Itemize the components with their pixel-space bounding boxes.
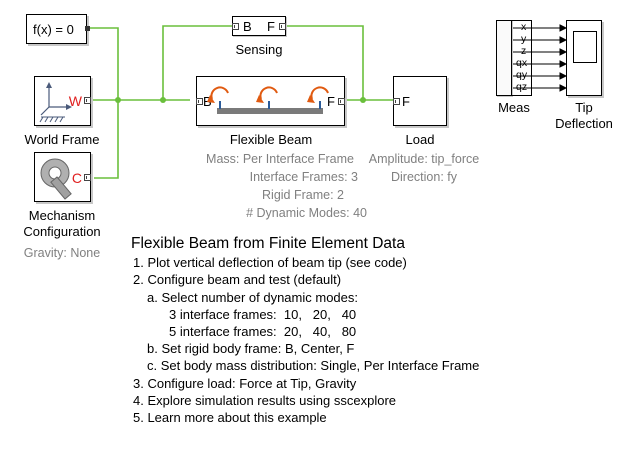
meas-frame-outline bbox=[496, 20, 532, 96]
load-block[interactable]: F bbox=[393, 76, 447, 126]
mechanism-label-line2: Configuration bbox=[23, 224, 101, 239]
fx-block-text: f(x) = 0 bbox=[33, 22, 74, 37]
beam-param-rigid-frame: Rigid Frame: 2 bbox=[262, 188, 344, 202]
beam-param-dynamic-modes: # Dynamic Modes: 40 bbox=[246, 206, 367, 220]
meas-signal-y: y bbox=[521, 33, 527, 45]
flexible-beam-icon bbox=[207, 86, 329, 114]
world-frame-icon bbox=[39, 82, 72, 123]
note-step-4[interactable]: 4. Explore simulation results using ssce… bbox=[133, 392, 397, 408]
meas-signal-z: z bbox=[521, 45, 527, 57]
load-param-direction: Direction: fy bbox=[391, 170, 457, 184]
load-param-amplitude: Amplitude: tip_force bbox=[368, 152, 480, 166]
load-port-f[interactable] bbox=[393, 98, 400, 105]
scope-label-line2: Deflection bbox=[555, 116, 613, 131]
note-step-2a: a. Select number of dynamic modes: bbox=[147, 289, 358, 305]
sensing-block[interactable]: B F bbox=[232, 16, 286, 36]
sensing-port-b[interactable] bbox=[232, 23, 239, 30]
sensing-port-b-letter: B bbox=[243, 19, 252, 34]
note-step-3[interactable]: 3. Configure load: Force at Tip, Gravity bbox=[133, 375, 357, 391]
mechanism-configuration-block[interactable]: C bbox=[34, 152, 91, 202]
tip-deflection-scope-block[interactable] bbox=[566, 20, 602, 96]
meas-signal-qy: qy bbox=[516, 69, 528, 81]
world-port-letter: W bbox=[68, 93, 82, 109]
mechanism-label-line1: Mechanism bbox=[28, 208, 96, 223]
example-notes: Flexible Beam from Finite Element Data 1… bbox=[131, 235, 479, 426]
beam-param-interface-frames: Interface Frames: 3 bbox=[249, 170, 358, 184]
world-frame-block[interactable]: W bbox=[34, 76, 91, 126]
meas-signal-qz: qz bbox=[516, 81, 528, 93]
note-step-2b[interactable]: b. Set rigid body frame: B, Center, F bbox=[147, 341, 355, 357]
beam-port-f-letter: F bbox=[327, 94, 335, 109]
sensing-port-f-letter: F bbox=[267, 19, 275, 34]
note-step-2a-3frames[interactable]: 3 interface frames: 10, 20, 40 bbox=[169, 306, 357, 322]
solver-configuration-fx-block[interactable]: f(x) = 0 bbox=[26, 14, 90, 44]
mechanism-port-letter: C bbox=[71, 170, 82, 186]
sensing-port-f[interactable] bbox=[279, 23, 286, 30]
note-step-2a-5frames[interactable]: 5 interface frames: 20, 40, 80 bbox=[169, 324, 357, 340]
scope-screen-icon bbox=[573, 31, 597, 63]
flexible-beam-block[interactable]: B F bbox=[196, 76, 345, 126]
note-step-5[interactable]: 5. Learn more about this example bbox=[133, 410, 327, 426]
wrench-icon bbox=[40, 158, 72, 200]
note-step-2[interactable]: 2. Configure beam and test (default) bbox=[133, 272, 342, 288]
load-label: Load bbox=[405, 132, 435, 147]
load-port-f-letter: F bbox=[402, 94, 410, 109]
world-frame-label: World Frame bbox=[24, 132, 100, 147]
meas-label: Meas bbox=[498, 100, 530, 115]
beam-port-b[interactable] bbox=[196, 98, 203, 105]
meas-signal-qx: qx bbox=[516, 57, 528, 69]
note-step-2c[interactable]: c. Set body mass distribution: Single, P… bbox=[147, 358, 480, 374]
mechanism-port[interactable] bbox=[84, 174, 91, 181]
sensing-label: Sensing bbox=[235, 42, 283, 57]
note-step-1[interactable]: 1. Plot vertical deflection of beam tip … bbox=[133, 255, 407, 271]
beam-port-f[interactable] bbox=[338, 98, 345, 105]
mechanism-gravity-param: Gravity: None bbox=[23, 246, 101, 260]
world-frame-port[interactable] bbox=[84, 97, 91, 104]
flexible-beam-label: Flexible Beam bbox=[229, 132, 313, 147]
meas-signal-x: x bbox=[521, 21, 527, 33]
beam-param-mass: Mass: Per Interface Frame bbox=[206, 152, 354, 166]
fx-output-port bbox=[85, 26, 90, 31]
notes-title: Flexible Beam from Finite Element Data bbox=[131, 235, 405, 252]
scope-label-line1: Tip bbox=[575, 100, 593, 115]
